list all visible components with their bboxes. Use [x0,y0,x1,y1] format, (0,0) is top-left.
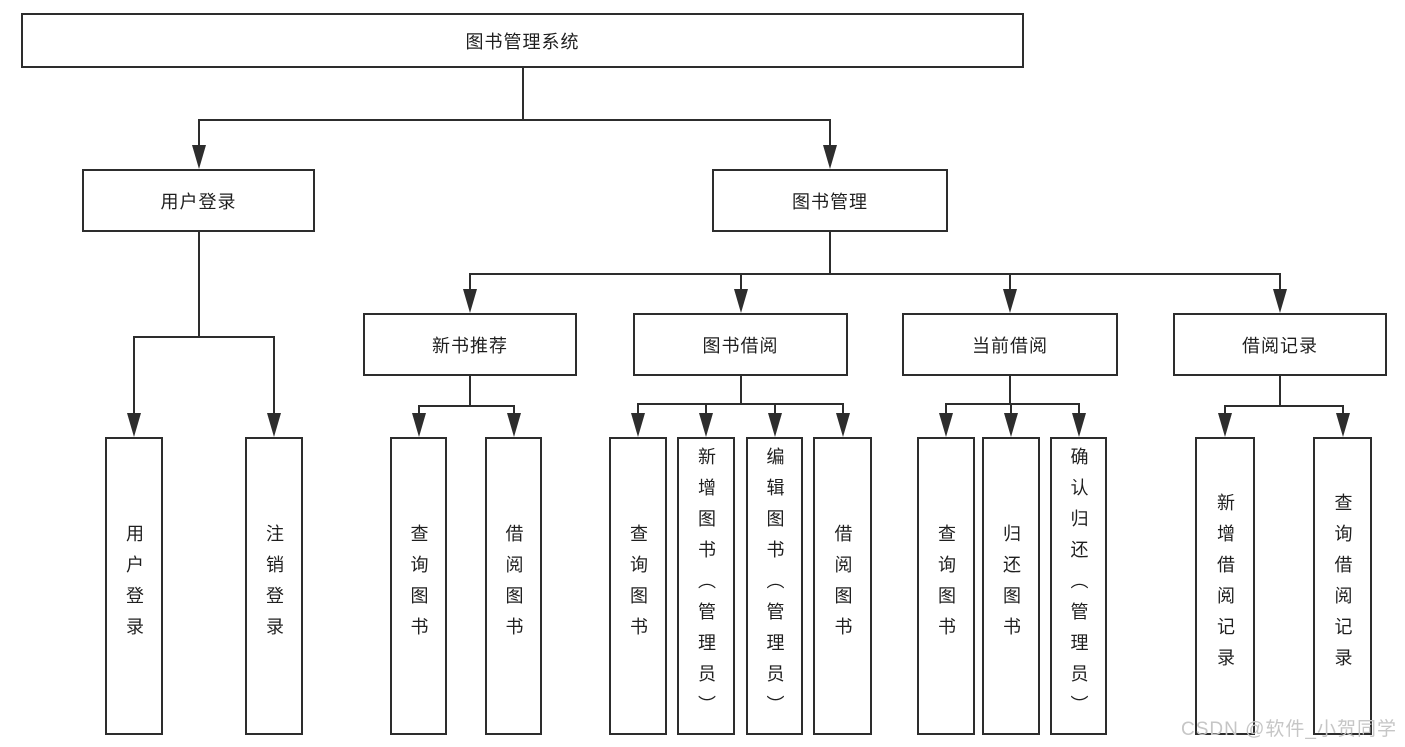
connector-line [198,119,200,149]
connector-line [273,336,275,417]
node-root: 图书管理系统 [21,13,1024,68]
arrowhead-icon [1004,413,1018,437]
arrowhead-icon [507,413,521,437]
connector-line [637,403,639,417]
connector-line [774,403,776,417]
connector-line [945,403,947,417]
connector-line [1224,405,1344,407]
connector-line [513,405,515,417]
connector-line [637,403,844,405]
node-label: 借阅记录 [1242,335,1318,356]
arrowhead-icon [836,413,850,437]
connector-line [522,68,524,121]
node-leaf-add-books-admin: 新增图书（管理员） [677,437,735,735]
arrowhead-icon [1273,289,1287,313]
node-label: 注销登录 [264,524,284,648]
node-leaf-borrow-books: 借阅图书 [813,437,872,735]
connector-line [133,336,135,417]
csdn-watermark: CSDN @软件_小贺同学 [1181,719,1397,740]
connector-line [198,119,831,121]
arrowhead-icon [699,413,713,437]
connector-line [829,119,831,149]
node-label: 新书推荐 [432,335,508,356]
node-label: 查询借阅记录 [1332,493,1353,679]
node-label: 确认归还（管理员） [1068,446,1089,726]
arrowhead-icon [127,413,141,437]
node-leaf-confirm-return-admin: 确认归还（管理员） [1050,437,1107,735]
connector-line [1224,405,1226,417]
connector-line [945,403,1080,405]
node-label: 查询图书 [408,524,429,648]
arrowhead-icon [734,289,748,313]
node-user-login: 用户登录 [82,169,315,232]
arrowhead-icon [1072,413,1086,437]
node-borrow-records: 借阅记录 [1173,313,1387,376]
node-book-borrow: 图书借阅 [633,313,848,376]
node-label: 新增借阅记录 [1215,493,1235,679]
arrowhead-icon [939,413,953,437]
connector-line [1010,403,1012,417]
connector-line [1342,405,1344,417]
node-label: 查询图书 [628,524,648,648]
node-leaf-user-login: 用户登录 [105,437,163,735]
connector-line [740,376,742,405]
connector-line [418,405,515,407]
node-leaf-add-borrow-record: 新增借阅记录 [1195,437,1255,735]
arrowhead-icon [192,145,206,169]
connector-line [469,273,1281,275]
node-leaf-logout: 注销登录 [245,437,303,735]
node-label: 用户登录 [124,524,144,648]
node-leaf-return-books: 归还图书 [982,437,1040,735]
connector-line [1078,403,1080,417]
node-label: 图书管理系统 [465,31,580,52]
node-book-management: 图书管理 [712,169,948,232]
node-label: 当前借阅 [972,335,1048,356]
node-current-borrow: 当前借阅 [902,313,1118,376]
node-label: 图书管理 [792,191,868,212]
connector-line [842,403,844,417]
connector-line [469,376,471,407]
node-label: 图书借阅 [702,335,779,356]
arrowhead-icon [631,413,645,437]
node-label: 归还图书 [1001,524,1021,648]
connector-line [198,232,200,338]
node-label: 新增图书（管理员） [696,446,716,726]
connector-line [740,273,742,293]
connector-line [1279,273,1281,293]
connector-line [133,336,275,338]
connector-line [469,273,471,293]
arrowhead-icon [823,145,837,169]
node-new-book-recommend: 新书推荐 [363,313,577,376]
arrowhead-icon [1336,413,1350,437]
connector-line [829,232,831,275]
node-leaf-query-borrow-record: 查询借阅记录 [1313,437,1372,735]
arrowhead-icon [768,413,782,437]
node-label: 借阅图书 [503,524,524,648]
connector-line [1279,376,1281,407]
node-leaf-query-books: 查询图书 [390,437,447,735]
node-leaf-borrow-books: 借阅图书 [485,437,542,735]
arrowhead-icon [1003,289,1017,313]
connector-line [418,405,420,417]
connector-line [1009,376,1011,405]
arrowhead-icon [463,289,477,313]
arrowhead-icon [267,413,281,437]
connector-line [1009,273,1011,293]
connector-line [705,403,707,417]
node-label: 查询图书 [936,524,956,648]
arrowhead-icon [412,413,426,437]
node-leaf-edit-books-admin: 编辑图书（管理员） [746,437,803,735]
node-label: 编辑图书（管理员） [764,446,785,726]
arrowhead-icon [1218,413,1232,437]
node-leaf-query-books: 查询图书 [917,437,975,735]
node-label: 用户登录 [160,191,237,212]
node-leaf-query-books: 查询图书 [609,437,667,735]
node-label: 借阅图书 [832,524,853,648]
